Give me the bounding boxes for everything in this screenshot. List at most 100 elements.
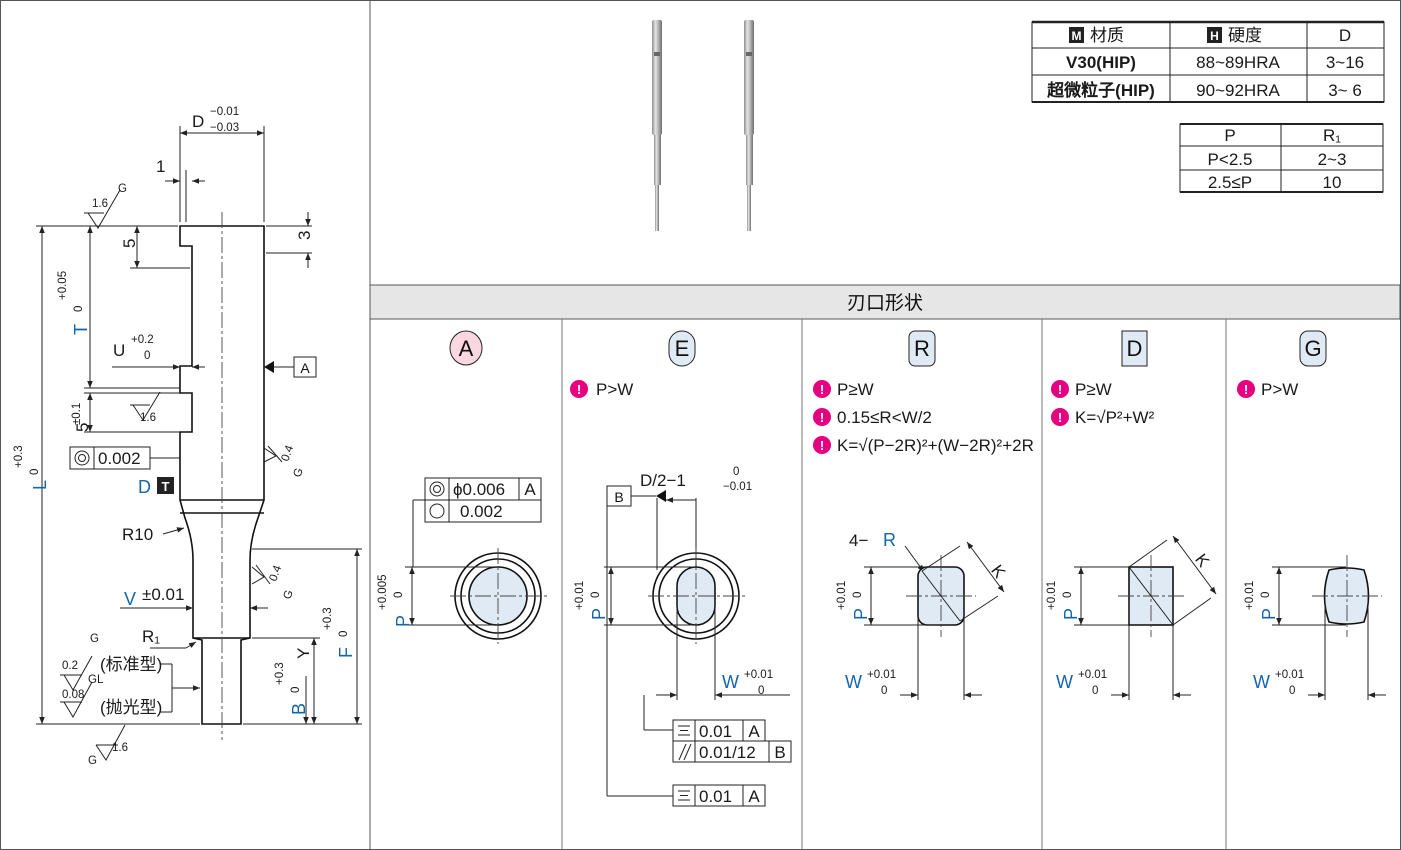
svg-text:W: W [1056, 672, 1073, 692]
svg-text:A: A [524, 480, 536, 499]
svg-text:G: G [118, 183, 127, 195]
svg-text:3: 3 [295, 231, 314, 240]
svg-text:P<2.5: P<2.5 [1208, 150, 1253, 169]
d-fit-label: D [138, 477, 151, 497]
svg-text:B: B [614, 489, 623, 505]
svg-text:R: R [883, 530, 896, 550]
svg-text:材质: 材质 [1090, 26, 1124, 45]
svg-text:0: 0 [29, 469, 41, 475]
svg-text:!: ! [820, 410, 824, 425]
punch-drawing: D −0.01 −0.03 1 5 3 1.6 G T +0.05 0 [13, 106, 362, 767]
svg-text:+0.3: +0.3 [322, 607, 334, 630]
svg-text:P: P [393, 615, 413, 627]
svg-text:G: G [88, 755, 97, 767]
svg-text:10: 10 [1323, 173, 1342, 192]
svg-text:+0.01: +0.01 [867, 669, 896, 681]
svg-text:0.002: 0.002 [98, 449, 141, 468]
svg-text:R₁: R₁ [1323, 126, 1341, 145]
svg-text:P≥W: P≥W [837, 380, 874, 399]
svg-text:1.6: 1.6 [112, 742, 128, 754]
svg-text:+0.01: +0.01 [574, 581, 586, 610]
svg-text:+0.01: +0.01 [1078, 669, 1107, 681]
svg-text:+0.01: +0.01 [1046, 581, 1058, 610]
svg-text:G: G [292, 466, 306, 479]
material-table: M 材质 H 硬度 D V30(HIP) 88~89HRA 3~16 超微粒子(… [1031, 20, 1385, 103]
svg-text:0: 0 [1260, 592, 1272, 598]
svg-text:K=√(P−2R)²+(W−2R)²+2R: K=√(P−2R)²+(W−2R)²+2R [837, 436, 1034, 455]
polished-type-label: (抛光型) [100, 698, 162, 717]
svg-text:0.15≤R<W/2: 0.15≤R<W/2 [837, 408, 932, 427]
datum-a-label: A [300, 360, 310, 376]
svg-text:!: ! [820, 382, 824, 397]
svg-text:0: 0 [590, 592, 602, 598]
svg-text:0.4: 0.4 [280, 443, 297, 463]
svg-text:0: 0 [144, 350, 150, 362]
shape-e-letter: E [675, 336, 690, 361]
svg-text:B: B [774, 743, 785, 762]
shape-d-letter: D [1127, 336, 1143, 361]
svg-text:+0.2: +0.2 [131, 334, 154, 346]
svg-text:R10: R10 [122, 525, 153, 544]
svg-text:+0.01: +0.01 [1275, 669, 1304, 681]
svg-text:P: P [851, 608, 871, 620]
svg-text:3~ 6: 3~ 6 [1328, 81, 1362, 100]
svg-text:A: A [748, 722, 760, 741]
svg-text:P: P [1061, 608, 1081, 620]
svg-text:0: 0 [852, 592, 864, 598]
svg-text:硬度: 硬度 [1228, 26, 1262, 45]
svg-text:−0.01: −0.01 [210, 106, 239, 118]
svg-text:GL: GL [88, 674, 104, 686]
section-band [369, 284, 1401, 320]
svg-text:0.08: 0.08 [62, 689, 84, 701]
svg-text:Y: Y [294, 648, 313, 659]
svg-text:0: 0 [758, 685, 764, 697]
svg-text:±0.1: ±0.1 [71, 403, 83, 425]
svg-text:2~3: 2~3 [1318, 150, 1347, 169]
svg-text:2.5≤P: 2.5≤P [1208, 173, 1252, 192]
svg-text:L: L [30, 480, 50, 490]
svg-text:0: 0 [1092, 685, 1098, 697]
svg-text:1.6: 1.6 [92, 198, 108, 210]
svg-text:G: G [90, 633, 99, 645]
note-icon [570, 380, 588, 398]
svg-text:+0.01: +0.01 [744, 669, 773, 681]
tolerance-badge-icon [157, 477, 174, 494]
material-badge-icon [1069, 27, 1084, 43]
svg-text:W: W [722, 672, 739, 692]
svg-text:+0.05: +0.05 [57, 271, 69, 300]
svg-text:0: 0 [338, 631, 350, 637]
svg-text:0: 0 [881, 685, 887, 697]
svg-text:P: P [589, 608, 609, 620]
svg-text:−0.03: −0.03 [210, 122, 239, 134]
svg-text:0.01: 0.01 [699, 722, 732, 741]
svg-text:0: 0 [1062, 592, 1074, 598]
shape-a-letter: A [459, 336, 474, 361]
shape-g-panel: G ! P>W P +0.01 0 W +0.01 0 [1237, 330, 1386, 700]
svg-text:!: ! [577, 382, 581, 397]
svg-text:!: ! [1244, 382, 1248, 397]
svg-text:T: T [71, 324, 91, 335]
v-dim-label: V [124, 589, 136, 609]
svg-text:0.002: 0.002 [460, 502, 503, 521]
svg-text:+0.01: +0.01 [836, 581, 848, 610]
svg-text:5: 5 [73, 423, 92, 432]
svg-text:0.2: 0.2 [62, 660, 78, 672]
svg-text:88~89HRA: 88~89HRA [1196, 53, 1280, 72]
svg-text:0: 0 [1289, 685, 1295, 697]
svg-text:P: P [1224, 126, 1235, 145]
svg-text:90~92HRA: 90~92HRA [1196, 81, 1280, 100]
svg-text:U: U [113, 341, 125, 360]
svg-text:D: D [1339, 26, 1351, 45]
hardness-badge-icon [1207, 27, 1222, 43]
svg-text:W: W [1253, 672, 1270, 692]
svg-text:5: 5 [120, 239, 139, 248]
product-photo-2 [744, 20, 754, 231]
svg-text:P: P [1259, 608, 1279, 620]
svg-text:M: M [1072, 29, 1082, 43]
svg-text:R₁: R₁ [142, 627, 160, 646]
svg-text:超微粒子(HIP): 超微粒子(HIP) [1047, 80, 1155, 100]
svg-text:4−: 4− [849, 531, 868, 550]
svg-text:+0.01: +0.01 [1244, 581, 1256, 610]
